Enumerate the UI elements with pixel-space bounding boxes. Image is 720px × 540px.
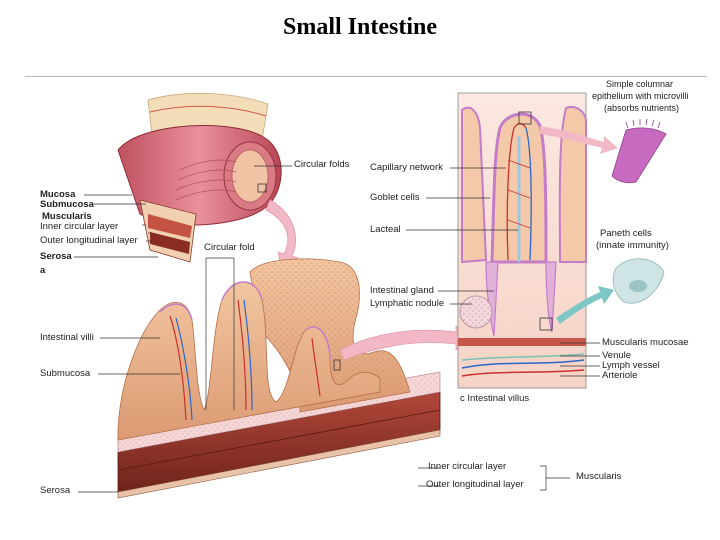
label-outer-longitudinal-layer-b: Outer longitudinal layer xyxy=(426,479,524,490)
label-lacteal: Lacteal xyxy=(370,224,401,235)
label-lymphatic-nodule: Lymphatic nodule xyxy=(370,298,445,309)
panel-c-villus xyxy=(457,92,587,389)
paneth-cell-inset xyxy=(612,258,665,304)
page-title: Small Intestine xyxy=(282,14,437,40)
label-submucosa-b: Submucosa xyxy=(40,368,91,379)
label-circular-folds: Circular folds xyxy=(294,159,350,170)
label-outer-longitudinal-layer-a: Outer longitudinal layer xyxy=(40,235,138,246)
label-simple-columnar-line3: (absorbs nutrients) xyxy=(604,103,680,113)
arrow-to-paneth-cell xyxy=(556,286,614,324)
label-serosa-b: Serosa xyxy=(40,485,71,496)
label-panel-c: c Intestinal villus xyxy=(460,393,530,404)
label-intestinal-gland: Intestinal gland xyxy=(370,285,434,296)
label-intestinal-villi: Intestinal villi xyxy=(40,332,94,343)
label-paneth-function: (innate immunity) xyxy=(596,240,669,251)
leader-lines xyxy=(74,165,600,493)
label-simple-columnar-line2: epithelium with microvilli xyxy=(592,91,689,101)
label-inner-circular-layer-b: Inner circular layer xyxy=(428,461,507,472)
label-paneth-cells: Paneth cells xyxy=(600,228,652,239)
title-divider xyxy=(25,76,707,77)
label-mucosa: Mucosa xyxy=(40,189,76,200)
label-muscularis-a: Muscularis xyxy=(42,211,92,222)
label-lymph-vessel: Lymph vessel xyxy=(602,360,660,371)
label-arteriole: Arteriole xyxy=(602,370,638,381)
label-inner-circular-layer-a: Inner circular layer xyxy=(40,221,119,232)
label-capillary-network: Capillary network xyxy=(370,162,443,173)
label-muscularis-mucosae: Muscularis mucosae xyxy=(602,337,689,348)
panel-b-villi-block xyxy=(117,258,441,499)
label-submucosa-a: Submucosa xyxy=(40,199,94,210)
panel-a-tube xyxy=(117,92,282,263)
columnar-cell-inset xyxy=(611,118,667,184)
label-venule: Venule xyxy=(602,350,632,361)
label-simple-columnar-line1: Simple columnar xyxy=(606,79,674,89)
label-goblet-cells: Goblet cells xyxy=(370,192,420,203)
arrow-to-columnar-cell xyxy=(540,126,618,154)
label-panel-a: a xyxy=(40,265,46,276)
label-serosa-a: Serosa xyxy=(40,251,72,262)
label-circular-fold: Circular fold xyxy=(204,242,255,253)
label-muscularis-b: Muscularis xyxy=(576,471,622,482)
